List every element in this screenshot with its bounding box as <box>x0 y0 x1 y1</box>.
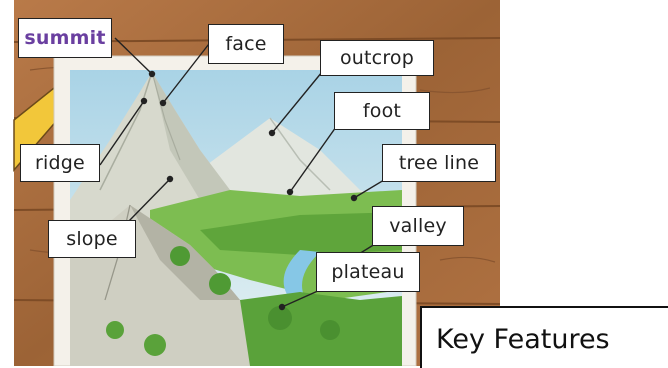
label-outcrop: outcrop <box>320 40 434 76</box>
plateau-leader <box>281 289 321 308</box>
summit-leader <box>114 37 153 75</box>
label-foot: foot <box>334 92 430 130</box>
label-face: face <box>208 24 284 64</box>
label-slope: slope <box>48 220 136 258</box>
label-valley: valley <box>372 206 464 246</box>
face-leader <box>162 39 213 104</box>
outcrop-leader <box>271 71 323 134</box>
slope-leader <box>127 178 171 223</box>
leader-points <box>140 70 358 311</box>
foot-leader <box>289 126 337 193</box>
label-summit: summit <box>18 18 112 58</box>
ridge-leader <box>99 100 145 166</box>
label-plateau: plateau <box>316 252 420 292</box>
tree-line-leader <box>353 179 385 199</box>
key-features-title: Key Features <box>436 324 610 355</box>
leader-lines <box>99 37 385 308</box>
label-ridge: ridge <box>20 144 100 182</box>
key-features-box: Key Features <box>420 306 668 368</box>
label-tree-line: tree line <box>382 144 496 182</box>
